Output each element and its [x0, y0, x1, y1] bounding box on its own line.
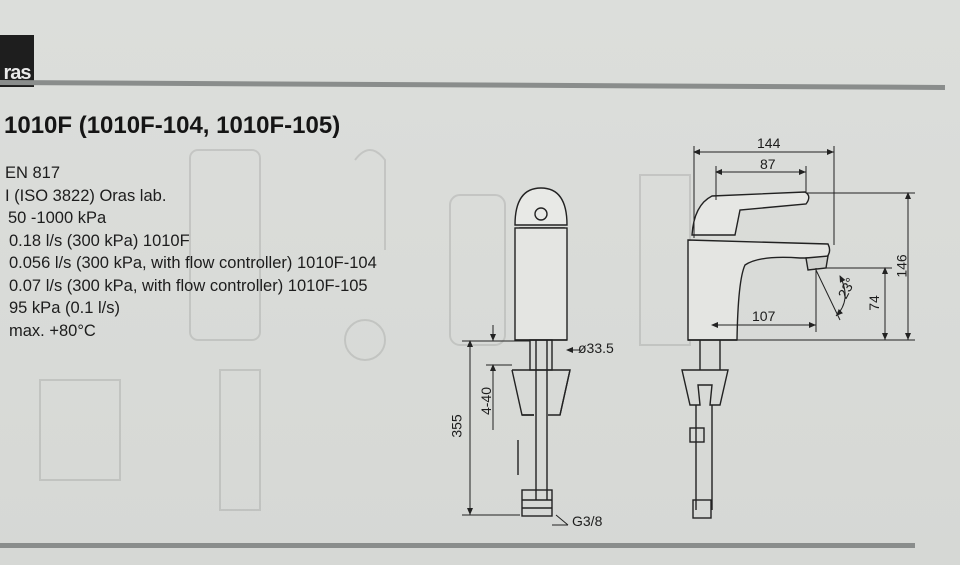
dimension-diameter-label: ø33.5: [578, 340, 614, 356]
spec-pressure-range: 50 -1000 kPa: [8, 209, 107, 227]
dimension-spout-height-label: 74: [865, 295, 882, 311]
product-title: 1010F (1010F-104, 1010F-105): [4, 112, 341, 139]
dimension-thread-label: G3/8: [572, 513, 603, 529]
front-view: [511, 187, 571, 517]
dimension-height-label: 146: [893, 254, 910, 278]
spec-flow-1010f: 0.18 l/s (300 kPa) 1010F: [9, 231, 190, 250]
spec-max-temperature: max. +80°C: [9, 321, 96, 340]
dimension-total-height-label: 355: [448, 414, 465, 438]
spec-pressure-loss: 95 kPa (0.1 l/s): [9, 299, 120, 317]
spec-list: EN 817 I (ISO 3822) Oras lab. 50 -1000 k…: [5, 162, 377, 342]
dimension-width-label: 144: [757, 135, 781, 151]
spec-flow-1010f-105: 0.07 l/s (300 kPa, with flow controller)…: [9, 276, 368, 295]
bottom-divider: [0, 543, 915, 548]
side-view: [681, 191, 831, 519]
dimension-range-label: 4-40: [478, 386, 495, 416]
oras-logo: ras: [0, 35, 34, 87]
dimension-lever-label: 87: [760, 156, 776, 172]
spec-flow-1010f-104: 0.056 l/s (300 kPa, with flow controller…: [9, 254, 377, 272]
front-dimension-lines: [462, 325, 580, 526]
spec-acoustic-class: I (ISO 3822) Oras lab.: [5, 186, 167, 205]
dimension-reach-label: 107: [752, 308, 776, 324]
spec-standard: EN 817: [5, 164, 61, 182]
side-dimension-lines: [693, 146, 915, 341]
